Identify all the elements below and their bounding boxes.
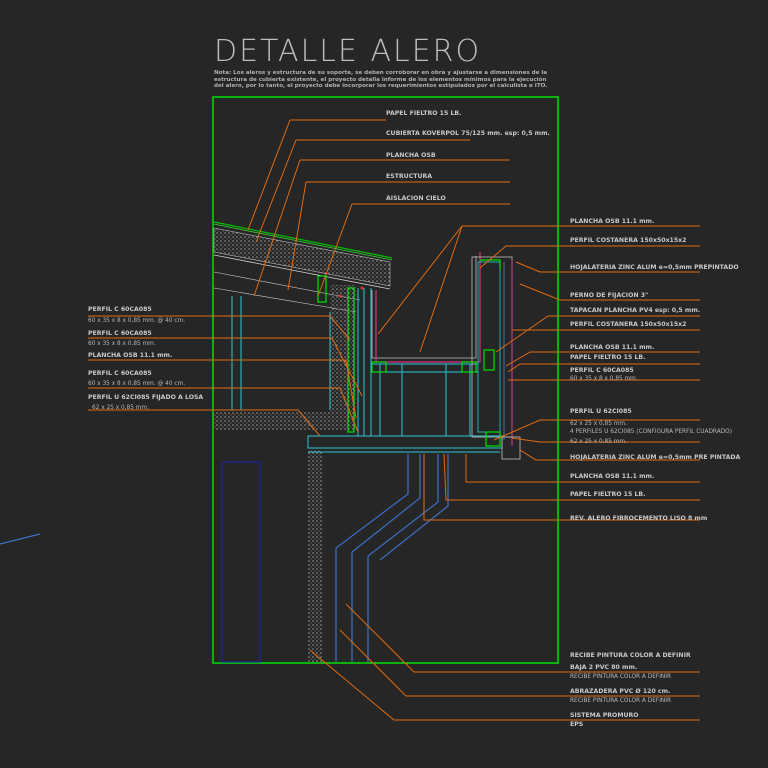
- label-perfil-u-r-sub2: 4 PERFILES U 62CI085 (CONFIGURA PERFIL C…: [570, 429, 732, 435]
- label-left-perfil-c3: PERFIL C 60CA085: [88, 370, 152, 377]
- label-plancha-osb-r3: PLANCHA OSB 11.1 mm.: [570, 473, 655, 480]
- label-papel-fieltro-r2: PAPEL FIELTRO 15 LB.: [570, 491, 646, 498]
- roof-insulation: [213, 227, 391, 287]
- label-perfil-c-r: PERFIL C 60CA085: [570, 367, 634, 374]
- label-aislacion: AISLACION CIELO: [386, 195, 446, 202]
- label-left-perfil-u-sub: 62 x 25 x 0,85 mm.: [92, 405, 149, 411]
- lower-wall-insulation: [308, 450, 322, 662]
- label-abrazadera: ABRAZADERA PVC Ø 120 cm.: [570, 688, 671, 695]
- label-tapacan: TAPACAN PLANCHA PV4 esp: 0,5 mm.: [570, 307, 701, 314]
- label-recibe-1: RECIBE PINTURA COLOR A DEFINIR: [570, 652, 691, 659]
- label-perfil-u-r-sub3: 62 x 25 x 0,85 mm.: [570, 439, 627, 445]
- label-hojalateria-2: HOJALATERIA ZINC ALUM e=0,5mm PRE PINTAD…: [570, 454, 741, 461]
- label-perfil-costanera-1: PERFIL COSTANERA 150x50x15x2: [570, 237, 687, 244]
- label-sistema: SISTEMA PROMURO: [570, 712, 639, 719]
- label-perfil-c-r-sub: 60 x 35 x 8 x 0,85 mm.: [570, 376, 638, 382]
- label-estructura: ESTRUCTURA: [386, 173, 433, 180]
- gutter: [375, 252, 481, 363]
- label-perfil-u-r: PERFIL U 62CI085: [570, 408, 632, 415]
- label-left-plancha-osb: PLANCHA OSB 11.1 mm.: [88, 352, 173, 359]
- label-hojalateria-1: HOJALATERIA ZINC ALUM e=0,5mm PREPINTADO: [570, 264, 739, 271]
- drawing-title: DETALLE ALERO: [214, 34, 482, 69]
- label-left-perfil-u: PERFIL U 62CI085 FIJADO A LOSA: [88, 394, 204, 401]
- label-papel-fieltro-r: PAPEL FIELTRO 15 LB.: [570, 354, 646, 361]
- label-perno: PERNO DE FIJACION 3": [570, 292, 649, 299]
- label-plancha-osb-r1: PLANCHA OSB 11.1 mm.: [570, 218, 655, 225]
- label-plancha-osb-top: PLANCHA OSB: [386, 152, 436, 159]
- label-left-perfil-c1: PERFIL C 60CA085: [88, 306, 152, 313]
- label-left-perfil-c2: PERFIL C 60CA085: [88, 330, 152, 337]
- stray-line: [0, 533, 41, 545]
- label-perfil-u-r-sub1: 62 x 25 x 0,85 mm.: [570, 421, 627, 427]
- label-recibe-3: RECIBE PINTURA COLOR A DEFINIR: [570, 698, 671, 704]
- label-perfil-costanera-2: PERFIL COSTANERA 150x50x15x2: [570, 321, 687, 328]
- label-papel-fieltro-top: PAPEL FIELTRO 15 LB.: [386, 110, 462, 117]
- label-rev-alero: REV. ALERO FIBROCEMENTO LISO 8 mm: [570, 515, 708, 522]
- label-left-perfil-c1-sub: 60 x 35 x 8 x 0,85 mm. @ 40 cm.: [88, 318, 186, 324]
- label-bajada: BAJA 2 PVC 80 mm.: [570, 664, 638, 671]
- wall-insulation: [214, 285, 356, 430]
- label-eps: EPS: [570, 721, 584, 728]
- label-plancha-osb-r2: PLANCHA OSB 11.1 mm.: [570, 344, 655, 351]
- label-left-perfil-c2-sub: 60 x 35 x 8 x 0,85 mm.: [88, 341, 156, 347]
- drawing-note: Nota: Los aleros y estructura de su sopo…: [214, 70, 548, 90]
- label-recibe-2: RECIBE PINTURA COLOR A DEFINIR: [570, 674, 671, 680]
- label-left-perfil-c3-sub: 60 x 35 x 8 x 0,85 mm. @ 40 cm.: [88, 381, 186, 387]
- label-cubierta: CUBIERTA KOVERPOL 75/125 mm. esp: 0,5 mm…: [386, 130, 550, 137]
